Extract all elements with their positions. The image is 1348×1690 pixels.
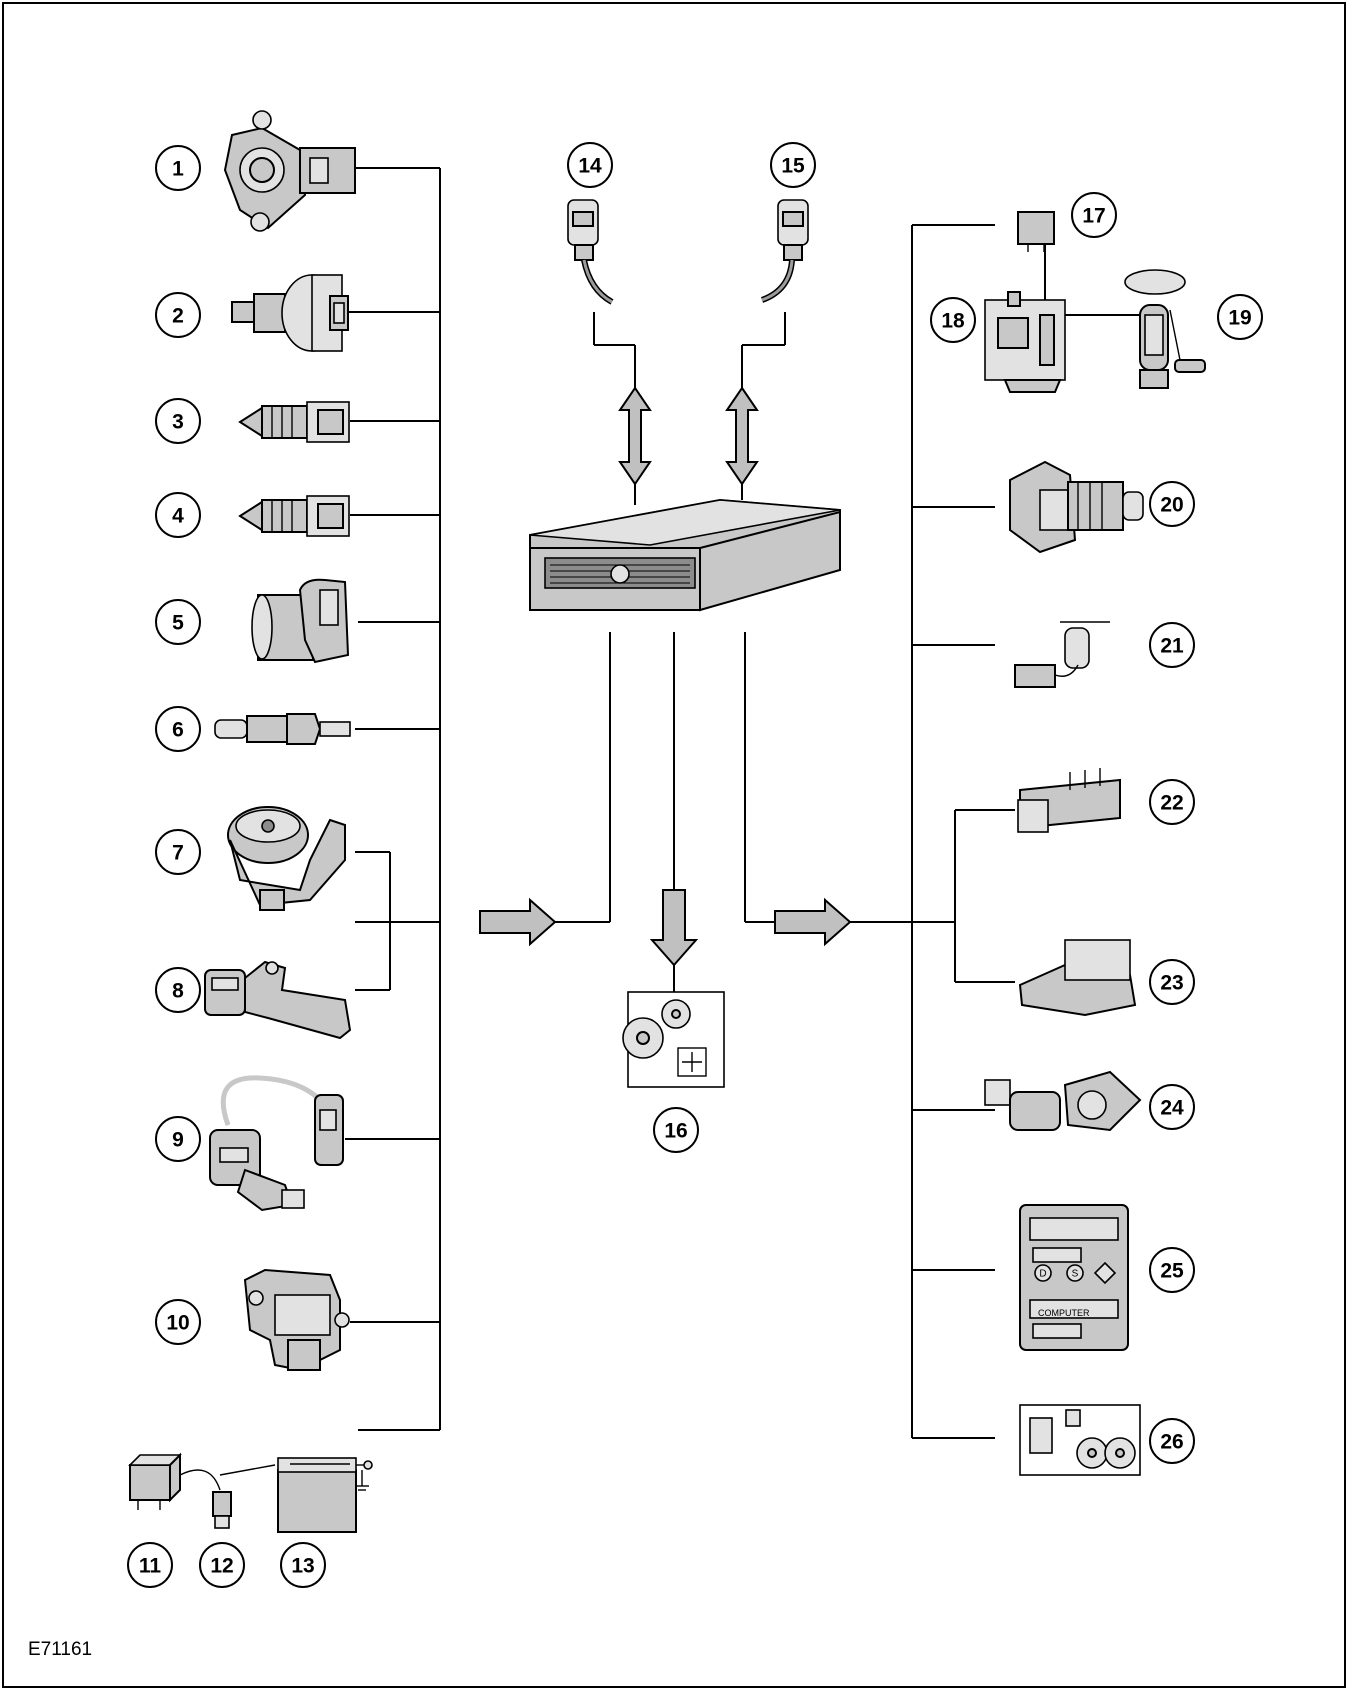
callout-26: 26 <box>1150 1419 1194 1463</box>
callout-7: 7 <box>156 830 200 874</box>
callout-13-label: 13 <box>291 1555 314 1578</box>
callout-5-label: 5 <box>172 612 184 635</box>
callout-20: 20 <box>1150 482 1194 526</box>
callout-9: 9 <box>156 1117 200 1161</box>
crankshaft-sensor-icon <box>228 807 345 910</box>
callout-25: 25 <box>1150 1248 1194 1292</box>
callout-17: 17 <box>1072 193 1116 237</box>
callout-3-label: 3 <box>172 411 184 434</box>
callout-11: 11 <box>128 1543 172 1587</box>
temperature-sensor-3-icon <box>240 402 349 442</box>
callout-8-label: 8 <box>172 980 184 1003</box>
callout-4-label: 4 <box>172 505 184 528</box>
temperature-sensor-4-icon <box>240 496 349 536</box>
callout-2: 2 <box>156 293 200 337</box>
callout-23-label: 23 <box>1160 972 1183 995</box>
callout-12: 12 <box>200 1543 244 1587</box>
callout-18: 18 <box>931 298 975 342</box>
callout-10: 10 <box>156 1300 200 1344</box>
connector-15-link <box>727 312 785 500</box>
callout-11-label: 11 <box>139 1555 162 1578</box>
cluster-button-d-label: D <box>1039 1269 1046 1280</box>
callout-19-label: 19 <box>1228 307 1251 330</box>
callout-25-label: 25 <box>1160 1260 1184 1283</box>
callout-24-label: 24 <box>1160 1097 1184 1120</box>
oxygen-sensor-icon <box>215 714 350 744</box>
callout-22-label: 22 <box>1160 792 1183 815</box>
callout-21: 21 <box>1150 623 1194 667</box>
callout-16: 16 <box>654 1108 698 1152</box>
ecu-module <box>530 500 840 610</box>
callout-2-label: 2 <box>172 305 184 328</box>
callout-6: 6 <box>156 707 200 751</box>
callout-4: 4 <box>156 493 200 537</box>
idle-air-control-valve-icon <box>985 1072 1140 1130</box>
output-16-link <box>652 632 696 992</box>
connector-14-icon <box>568 200 612 302</box>
figure-reference: E71161 <box>28 1639 92 1660</box>
instrument-panel-16-icon <box>623 992 724 1087</box>
relay-17-icon <box>1018 212 1054 252</box>
callout-14-label: 14 <box>578 155 602 178</box>
output-flow-arrow <box>745 632 955 944</box>
callout-13: 13 <box>281 1543 325 1587</box>
cluster-button-d[interactable]: D <box>1035 1265 1051 1281</box>
callout-7-label: 7 <box>172 842 184 865</box>
callout-8: 8 <box>156 968 200 1012</box>
callout-5: 5 <box>156 600 200 644</box>
fuse-12-icon <box>180 1465 275 1528</box>
battery-13-icon <box>278 1458 372 1532</box>
control-module-23-icon <box>1020 940 1135 1015</box>
fuel-injector-icon <box>1010 462 1143 552</box>
callout-15-label: 15 <box>781 155 805 178</box>
callout-1: 1 <box>156 146 200 190</box>
relay-11-icon <box>130 1455 180 1510</box>
vehicle-speed-sensor-icon <box>210 1078 343 1210</box>
callout-10-label: 10 <box>166 1312 189 1335</box>
fuel-pump-19-icon <box>1125 270 1205 388</box>
callout-19: 19 <box>1218 295 1262 339</box>
callout-1-label: 1 <box>172 158 184 181</box>
mass-air-flow-sensor-icon <box>252 580 348 662</box>
callout-21-label: 21 <box>1160 635 1184 658</box>
callout-16-label: 16 <box>664 1120 687 1143</box>
cluster-computer-label: COMPUTER <box>1038 1308 1090 1318</box>
fuel-pump-module-18-icon <box>985 292 1065 392</box>
speed-sensor-icon <box>205 962 350 1038</box>
callout-24: 24 <box>1150 1085 1194 1129</box>
callout-9-label: 9 <box>172 1129 184 1152</box>
connector-14-link <box>594 312 650 505</box>
callout-23: 23 <box>1150 960 1194 1004</box>
input-flow-arrow <box>480 632 610 944</box>
callout-12-label: 12 <box>210 1555 233 1578</box>
cooling-fan-26-icon <box>1020 1405 1140 1475</box>
callout-15: 15 <box>771 143 815 187</box>
cluster-button-s-label: S <box>1072 1269 1079 1280</box>
callout-26-label: 26 <box>1160 1431 1183 1454</box>
callout-18-label: 18 <box>941 310 965 333</box>
cluster-button-s[interactable]: S <box>1067 1265 1083 1281</box>
map-sensor-icon <box>245 1270 349 1370</box>
callout-20-label: 20 <box>1160 494 1183 517</box>
callout-6-label: 6 <box>172 719 184 742</box>
ignition-coil-icon <box>1018 768 1120 832</box>
throttle-position-sensor-icon <box>225 111 355 231</box>
callout-22: 22 <box>1150 780 1194 824</box>
connector-15-icon <box>762 200 808 300</box>
callout-17-label: 17 <box>1082 205 1105 228</box>
input-bus <box>345 168 440 1430</box>
pressure-switch-icon <box>232 275 348 351</box>
purge-valve-icon <box>1015 622 1110 687</box>
callout-14: 14 <box>568 143 612 187</box>
callout-3: 3 <box>156 399 200 443</box>
